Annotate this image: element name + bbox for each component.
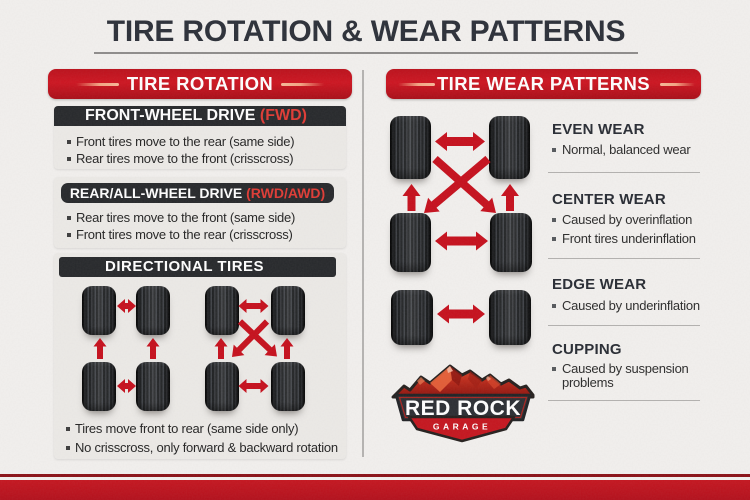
svg-text:GARAGE: GARAGE — [433, 422, 491, 432]
